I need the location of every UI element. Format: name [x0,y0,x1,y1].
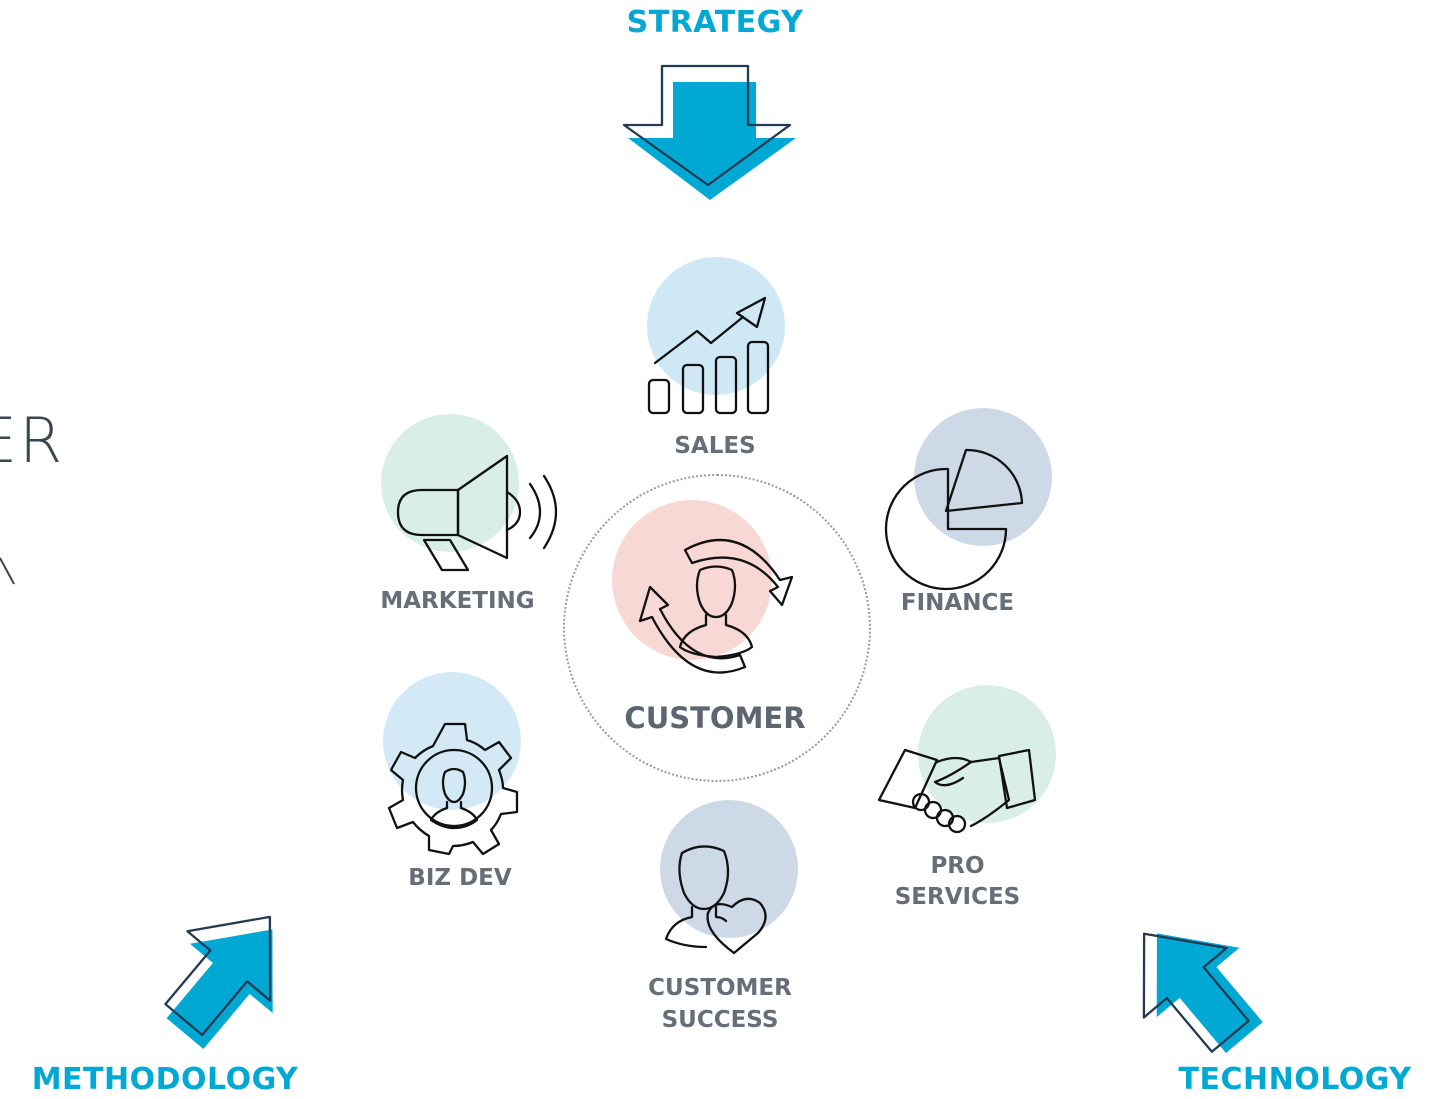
customer-dotted-ring [563,474,871,782]
sales-label: SALES [674,433,756,459]
pie-chart-icon [884,448,1024,591]
technology-up-left-arrow-icon [1142,932,1263,1054]
customer-cycle-icon [638,538,794,674]
partial-heading-text: ER [0,404,65,477]
finance-label: FINANCE [900,590,1015,616]
customer-success-label-line1: CUSTOMER [648,975,792,1001]
customer-center-label: CUSTOMER [624,701,806,735]
person-heart-icon [664,845,767,955]
partial-heading-glyph [0,557,15,585]
megaphone-icon [396,454,558,572]
proservices-label-line1: PRO [930,853,985,879]
bizdev-label: BIZ DEV [408,865,512,891]
gear-person-icon [387,722,519,856]
customer-success-label-line2: SUCCESS [661,1007,779,1033]
strategy-down-arrow-icon [622,64,796,200]
sales-chart-icon [647,296,770,415]
technology-label: TECHNOLOGY [1178,1062,1412,1097]
methodology-up-right-arrow-icon [164,915,273,1050]
finance-blob [914,408,1052,546]
handshake-icon [877,748,1037,834]
bizdev-blob [383,672,521,810]
marketing-label: MARKETING [380,588,535,614]
strategy-label: STRATEGY [626,5,804,40]
methodology-label: METHODOLOGY [31,1062,299,1097]
proservices-label-line2: SERVICES [894,884,1021,910]
